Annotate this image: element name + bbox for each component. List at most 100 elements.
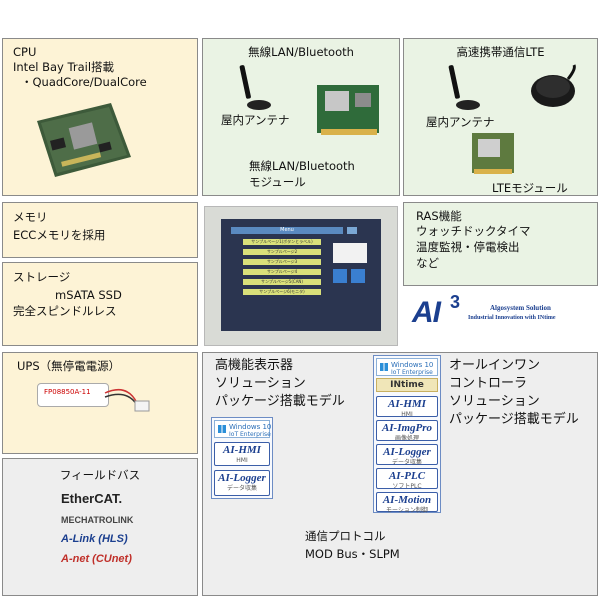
allinone-win-line1: Windows 10 bbox=[391, 361, 434, 369]
ras-line3: など bbox=[416, 256, 439, 270]
lte-antenna-label: 屋内アンテナ bbox=[426, 115, 495, 129]
allinone-windows-badge: Windows 10 IoT Enterprise bbox=[376, 358, 438, 376]
storage-line1: mSATA SSD bbox=[55, 288, 122, 302]
anet-logo: A-net (CUnet) bbox=[61, 553, 132, 565]
hmi-pkg-aihmi-name: AI-HMI bbox=[223, 444, 261, 456]
lte-antenna-image bbox=[448, 65, 480, 110]
battery-image: FP08850A-11 bbox=[37, 383, 109, 407]
panel-menu-item: サンプルページ2 bbox=[243, 249, 321, 255]
allinone-pkg-sub: ソフトPLC bbox=[392, 483, 422, 490]
memory-line1: ECCメモリを採用 bbox=[13, 228, 106, 242]
panel-tile bbox=[333, 269, 347, 283]
allinone-pkg-sub: データ収集 bbox=[391, 459, 422, 466]
hmi-package-panel: Windows 10 IoT Enterprise AI-HMI HMI AI-… bbox=[211, 417, 273, 499]
ai3-logo: AI 3 Algosystem Solution Industrial Inno… bbox=[408, 290, 598, 346]
lte-box: 高速携帯通信LTE 屋内アンテナ LTEモジュール bbox=[403, 38, 598, 196]
cpu-line1: Intel Bay Trail搭載 bbox=[13, 60, 115, 74]
logo-sup: 3 bbox=[450, 292, 461, 312]
wireless-box: 無線LAN/Bluetooth 屋内アンテナ 無線LAN/Bluetooth モ… bbox=[202, 38, 400, 196]
panel-gauge bbox=[333, 243, 367, 263]
allinone-pkg-sub: 画像処理 bbox=[394, 435, 419, 442]
panel-menu-item: サンプルページ3 bbox=[243, 259, 321, 265]
hmi-pkg-ailogger: AI-Logger データ収集 bbox=[214, 470, 270, 496]
wireless-module-image bbox=[317, 85, 379, 135]
logo-sub1: Algosystem Solution bbox=[490, 304, 551, 312]
cpu-title: CPU bbox=[13, 45, 37, 59]
allinone-pkg-name: AI-PLC bbox=[388, 470, 426, 482]
ras-line2: 温度監視・停電検出 bbox=[416, 240, 520, 254]
intime-badge: INtime bbox=[376, 378, 438, 392]
ras-title: RAS機能 bbox=[416, 209, 462, 223]
fieldbus-title: フィールドバス bbox=[59, 468, 141, 482]
allinone-pkg-name: AI-Motion bbox=[382, 494, 432, 506]
allinone-win-line2: IoT Enterprise bbox=[391, 369, 433, 376]
storage-box: ストレージ mSATA SSD 完全スピンドルレス bbox=[2, 262, 198, 346]
allinone-line2: コントローラ bbox=[449, 376, 528, 391]
ups-box: UPS（無停電電源） FP08850A-11 bbox=[2, 352, 198, 454]
allinone-pkg-aiimgpro: AI-ImgPro 画像処理 bbox=[376, 420, 438, 442]
allinone-pkg-name: AI-HMI bbox=[388, 398, 426, 410]
windows-icon bbox=[218, 425, 226, 433]
protocol-title: 通信プロトコル bbox=[305, 529, 386, 543]
wireless-title: 無線LAN/Bluetooth bbox=[248, 45, 354, 59]
hmi-pkg-aihmi-sub: HMI bbox=[236, 457, 248, 464]
hmi-pkg-aihmi: AI-HMI HMI bbox=[214, 442, 270, 466]
logo-sub2: Industrial Innovation with INtime bbox=[468, 315, 556, 321]
hmi-solution-line1: 高機能表示器 bbox=[215, 358, 294, 373]
hmi-pkg-ailogger-name: AI-Logger bbox=[218, 472, 266, 484]
fieldbus-box: フィールドバス EtherCAT. MECHATROLINK A-Link (H… bbox=[2, 458, 198, 596]
memory-box: メモリ ECCメモリを採用 bbox=[2, 202, 198, 258]
alink-logo: A-Link (HLS) bbox=[61, 533, 128, 545]
indoor-antenna-image bbox=[239, 65, 271, 110]
lte-module-label: LTEモジュール bbox=[492, 181, 568, 195]
hmi-win-line1: Windows 10 bbox=[229, 423, 272, 431]
panel-screen: Menu サンプルページ1(ボタンとラベル) サンプルページ2 サンプルページ3… bbox=[221, 219, 381, 331]
panel-side-button bbox=[347, 227, 357, 234]
allinone-pkg-sub: モーション制御 bbox=[386, 507, 428, 514]
hmi-win-line2: IoT Enterprise bbox=[229, 431, 271, 438]
panel-pc-image: Menu サンプルページ1(ボタンとラベル) サンプルページ2 サンプルページ3… bbox=[204, 206, 398, 346]
cpu-box: CPU Intel Bay Trail搭載 ・QuadCore/DualCore bbox=[2, 38, 198, 196]
allinone-pkg-name: AI-ImgPro bbox=[381, 422, 433, 434]
battery-cable-image bbox=[104, 388, 150, 412]
panel-menu-item: サンプルページ4 bbox=[243, 269, 321, 275]
hmi-pkg-ailogger-sub: データ収集 bbox=[226, 485, 257, 492]
storage-title: ストレージ bbox=[13, 270, 71, 284]
ethercat-logo: EtherCAT. bbox=[61, 491, 123, 506]
ras-line1: ウォッチドックタイマ bbox=[416, 224, 531, 238]
allinone-pkg-sub: HMI bbox=[401, 411, 413, 418]
ups-title: UPS（無停電電源） bbox=[17, 359, 121, 373]
lte-title: 高速携帯通信LTE bbox=[456, 45, 545, 59]
cpu-line2: ・QuadCore/DualCore bbox=[21, 75, 147, 89]
panel-menu-item: サンプルページ1(ボタンとラベル) bbox=[243, 239, 321, 245]
allinone-pkg-name: AI-Logger bbox=[383, 446, 431, 458]
allinone-pkg-aimotion: AI-Motion モーション制御 bbox=[376, 492, 438, 514]
allinone-pkg-aihmi: AI-HMI HMI bbox=[376, 396, 438, 418]
mechatrolink-logo: MECHATROLINK bbox=[61, 515, 134, 525]
panel-menu-item: サンプルページ6(モニタ) bbox=[243, 289, 321, 295]
allinone-package-panel: Windows 10 IoT Enterprise INtime AI-HMI … bbox=[373, 355, 441, 514]
solutions-box: 高機能表示器 ソリューション パッケージ搭載モデル Windows 10 IoT… bbox=[202, 352, 598, 596]
allinone-pkg-ailogger: AI-Logger データ収集 bbox=[376, 444, 438, 466]
battery-label: FP08850A-11 bbox=[44, 388, 91, 396]
hmi-windows-badge: Windows 10 IoT Enterprise bbox=[214, 420, 272, 438]
cpu-board-image bbox=[37, 103, 131, 177]
windows-icon bbox=[380, 363, 388, 371]
protocol-line1: MOD Bus・SLPM bbox=[305, 547, 400, 561]
logo-mark: AI bbox=[412, 296, 441, 329]
wireless-antenna-label: 屋内アンテナ bbox=[221, 113, 290, 127]
panel-menu-header: Menu bbox=[231, 227, 343, 234]
allinone-pkg-aiplc: AI-PLC ソフトPLC bbox=[376, 468, 438, 490]
allinone-line4: パッケージ搭載モデル bbox=[449, 412, 579, 427]
panel-menu-item: サンプルページ5(CAN) bbox=[243, 279, 321, 285]
wireless-module-line1: 無線LAN/Bluetooth bbox=[249, 159, 355, 173]
memory-title: メモリ bbox=[13, 210, 48, 224]
puck-antenna-image bbox=[531, 64, 576, 107]
hmi-solution-line3: パッケージ搭載モデル bbox=[215, 394, 345, 409]
hmi-solution-line2: ソリューション bbox=[215, 376, 306, 391]
allinone-line3: ソリューション bbox=[449, 394, 540, 409]
allinone-line1: オールインワン bbox=[449, 358, 541, 373]
wireless-module-line2: モジュール bbox=[249, 175, 306, 189]
ras-box: RAS機能 ウォッチドックタイマ 温度監視・停電検出 など bbox=[403, 202, 598, 286]
panel-tile bbox=[351, 269, 365, 283]
